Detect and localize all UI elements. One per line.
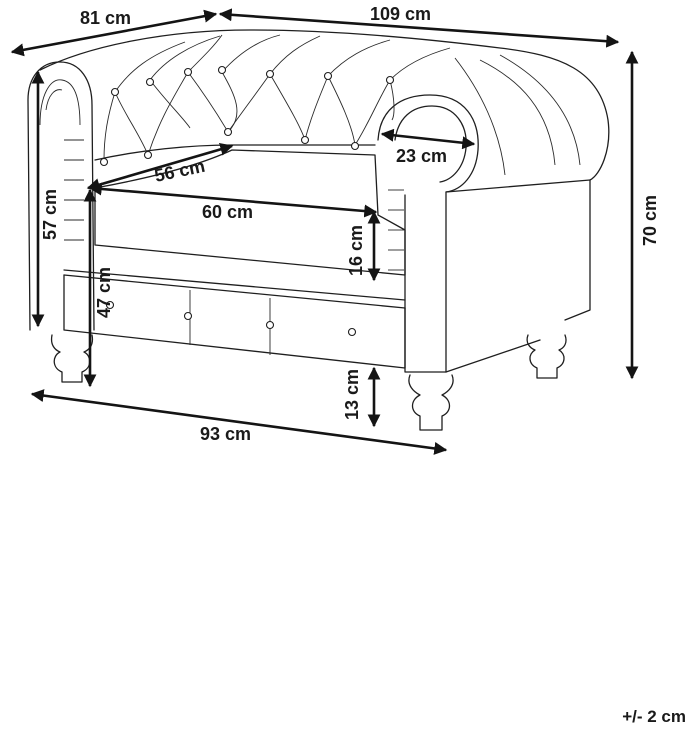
dim-line-93: [30, 389, 448, 455]
seat-cushion-front: [63, 269, 406, 309]
leg-front-left: [50, 334, 94, 383]
left-armrest-pleats: [64, 139, 84, 241]
backrest-top: [39, 29, 610, 181]
back-pleats-right: [454, 54, 581, 176]
dimension-labels: 81 cm 109 cm 70 cm 23 cm 56 cm 60 cm 16 …: [40, 4, 660, 444]
backrest-tufting: [103, 34, 451, 161]
label-seat-height: 47 cm: [94, 267, 114, 318]
right-side-panel: [445, 179, 591, 373]
left-armrest: [27, 61, 95, 331]
right-armrest: [377, 94, 479, 373]
dim-line-56: [86, 143, 234, 191]
label-height-total: 70 cm: [640, 195, 660, 246]
label-leg-height: 13 cm: [342, 369, 362, 420]
tolerance-note: +/- 2 cm: [622, 707, 686, 726]
label-width-total: 109 cm: [370, 4, 431, 24]
label-seat-width: 60 cm: [202, 202, 253, 222]
leg-front-right: [408, 374, 454, 431]
leg-back-right: [526, 334, 567, 379]
label-depth-total: 81 cm: [80, 8, 131, 28]
label-armrest-width: 23 cm: [396, 146, 447, 166]
dim-line-60: [88, 182, 378, 218]
apron-buttons: [105, 300, 357, 337]
backrest-bottom: [94, 144, 376, 161]
dim-line-23: [380, 128, 476, 150]
label-seat-depth: 56 cm: [153, 156, 207, 186]
front-apron: [63, 274, 406, 369]
dim-line-109: [218, 8, 620, 48]
dim-line-81: [10, 9, 218, 57]
label-seat-cushion-height: 16 cm: [346, 225, 366, 276]
left-armrest-scroll: [39, 79, 81, 126]
right-armrest-pleats: [388, 189, 404, 271]
dimension-lines: [10, 8, 639, 455]
armchair-drawing: [27, 29, 610, 431]
label-back-height: 57 cm: [40, 189, 60, 240]
label-front-width: 93 cm: [200, 424, 251, 444]
legs: [50, 334, 567, 431]
right-armrest-scroll: [394, 105, 467, 183]
